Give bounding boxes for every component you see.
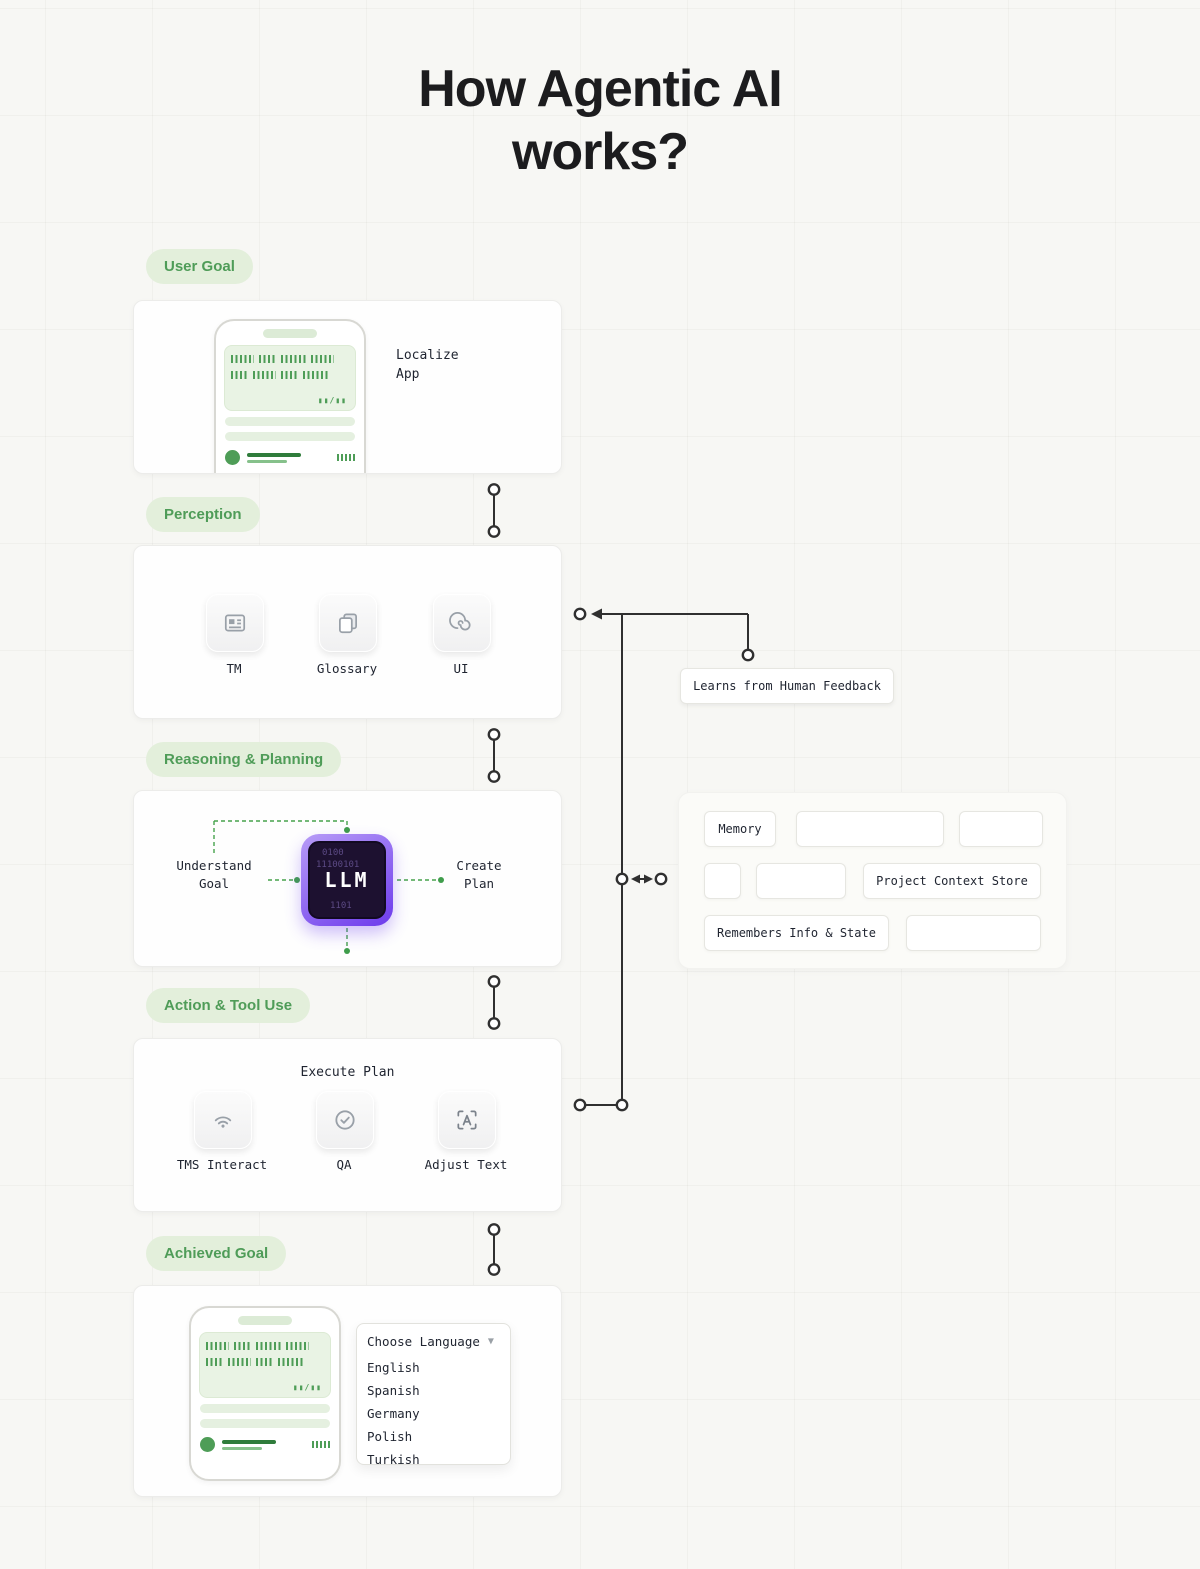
chip-digits: 1101: [330, 901, 352, 911]
memory-empty-box: [796, 811, 944, 847]
phone-mockup: ▮▮/▮▮: [214, 319, 366, 473]
memory-empty-box: [704, 863, 741, 899]
tm-document-icon: [224, 614, 246, 632]
badge-user-goal: User Goal: [146, 249, 253, 284]
phone-screen: ▮▮/▮▮: [199, 1332, 331, 1398]
language-dropdown[interactable]: Choose Language ▼ English Spanish German…: [356, 1323, 511, 1465]
language-option-turkish[interactable]: Turkish: [367, 1452, 420, 1465]
feedback-label: Learns from Human Feedback: [680, 668, 894, 704]
language-option-spanish[interactable]: Spanish: [367, 1383, 420, 1398]
execute-plan-label: Execute Plan: [300, 1065, 395, 1080]
barcode-row: [231, 355, 349, 363]
understand-goal-label: Understand Goal: [176, 858, 252, 892]
barcode-row: [231, 371, 349, 379]
phone-placeholder-bar: [200, 1419, 330, 1428]
phone-notch: [263, 329, 317, 338]
dashed-plan-lines: [213, 820, 444, 954]
card-user-goal: ▮▮/▮▮ Localize App: [133, 300, 562, 474]
remembers-info-state-box: Remembers Info & State: [704, 915, 889, 951]
avatar-dot: [225, 450, 240, 465]
adjust-text-label: Adjust Text: [424, 1157, 508, 1172]
card-achieved-goal: ▮▮/▮▮ Choose Language ▼ English Spanish …: [133, 1285, 562, 1497]
memory-empty-box: [906, 915, 1041, 951]
llm-chip: 0100 11100101 1101 LLM: [301, 834, 393, 926]
language-option-polish[interactable]: Polish: [367, 1429, 413, 1444]
phone-mockup: ▮▮/▮▮: [189, 1306, 341, 1481]
tms-interact-tile: [194, 1091, 252, 1149]
phone-text-lines: [222, 1439, 305, 1450]
barcode-row: [206, 1358, 324, 1366]
qa-tile: [316, 1091, 374, 1149]
phone-dots: [312, 1441, 330, 1448]
choose-language-label: Choose Language: [367, 1334, 480, 1349]
qa-check-icon: [335, 1110, 355, 1130]
language-option-english[interactable]: English: [367, 1360, 420, 1375]
phone-placeholder-bar: [225, 417, 355, 426]
adjust-text-icon: [457, 1110, 477, 1130]
phone-placeholder-bar: [200, 1404, 330, 1413]
badge-perception: Perception: [146, 497, 260, 532]
card-perception: TM Glossary UI: [133, 545, 562, 719]
avatar-dot: [200, 1437, 215, 1452]
language-dropdown-header[interactable]: Choose Language ▼: [357, 1324, 510, 1356]
chip-digits: 0100: [322, 848, 344, 858]
phone-meter: ▮▮/▮▮: [317, 396, 347, 405]
chevron-down-icon: ▼: [487, 1335, 494, 1347]
ui-swirl-icon: [449, 612, 471, 631]
chip-digits: 11100101: [316, 860, 360, 870]
llm-chip-die: 0100 11100101 1101 LLM: [308, 841, 386, 919]
memory-empty-box: [959, 811, 1043, 847]
tms-signal-icon: [214, 1116, 232, 1128]
tm-tile: [206, 594, 264, 652]
phone-text-lines: [247, 452, 330, 463]
glossary-tile: [319, 594, 377, 652]
create-plan-label: Create Plan: [456, 858, 502, 892]
phone-dots: [337, 454, 355, 461]
badge-achieved-goal: Achieved Goal: [146, 1236, 287, 1271]
phone-meter: ▮▮/▮▮: [292, 1383, 322, 1392]
ui-label: UI: [453, 661, 469, 676]
badge-reasoning-planning: Reasoning & Planning: [146, 742, 342, 777]
barcode-row: [206, 1342, 324, 1350]
phone-footer: [225, 450, 355, 465]
llm-label: LLM: [324, 868, 370, 892]
adjust-text-tile: [438, 1091, 496, 1149]
ui-tile: [433, 594, 491, 652]
badge-action-tool-use: Action & Tool Use: [146, 988, 311, 1023]
memory-empty-box: [756, 863, 846, 899]
phone-notch: [238, 1316, 292, 1325]
glossary-label: Glossary: [316, 661, 378, 676]
glossary-book-icon: [339, 613, 357, 634]
tms-interact-label: TMS Interact: [176, 1157, 268, 1172]
page-title: How Agentic AI works?: [0, 58, 1200, 185]
page-title-line2: works?: [511, 123, 689, 182]
phone-screen: ▮▮/▮▮: [224, 345, 356, 411]
page-title-line1: How Agentic AI: [418, 60, 782, 118]
phone-footer: [200, 1437, 330, 1452]
project-context-store-box: Project Context Store: [863, 863, 1041, 899]
qa-label: QA: [336, 1157, 352, 1172]
tm-label: TM: [226, 661, 242, 676]
memory-label-box: Memory: [704, 811, 776, 847]
card-reasoning-planning: Understand Goal 0100 11100101 1101 LLM C…: [133, 790, 562, 967]
memory-panel: Memory Project Context Store Remembers I…: [678, 792, 1067, 969]
user-goal-label: Localize App: [396, 348, 459, 382]
card-action-tool-use: Execute Plan TMS Interact QA: [133, 1038, 562, 1212]
phone-placeholder-bar: [225, 432, 355, 441]
language-option-germany[interactable]: Germany: [367, 1406, 420, 1421]
